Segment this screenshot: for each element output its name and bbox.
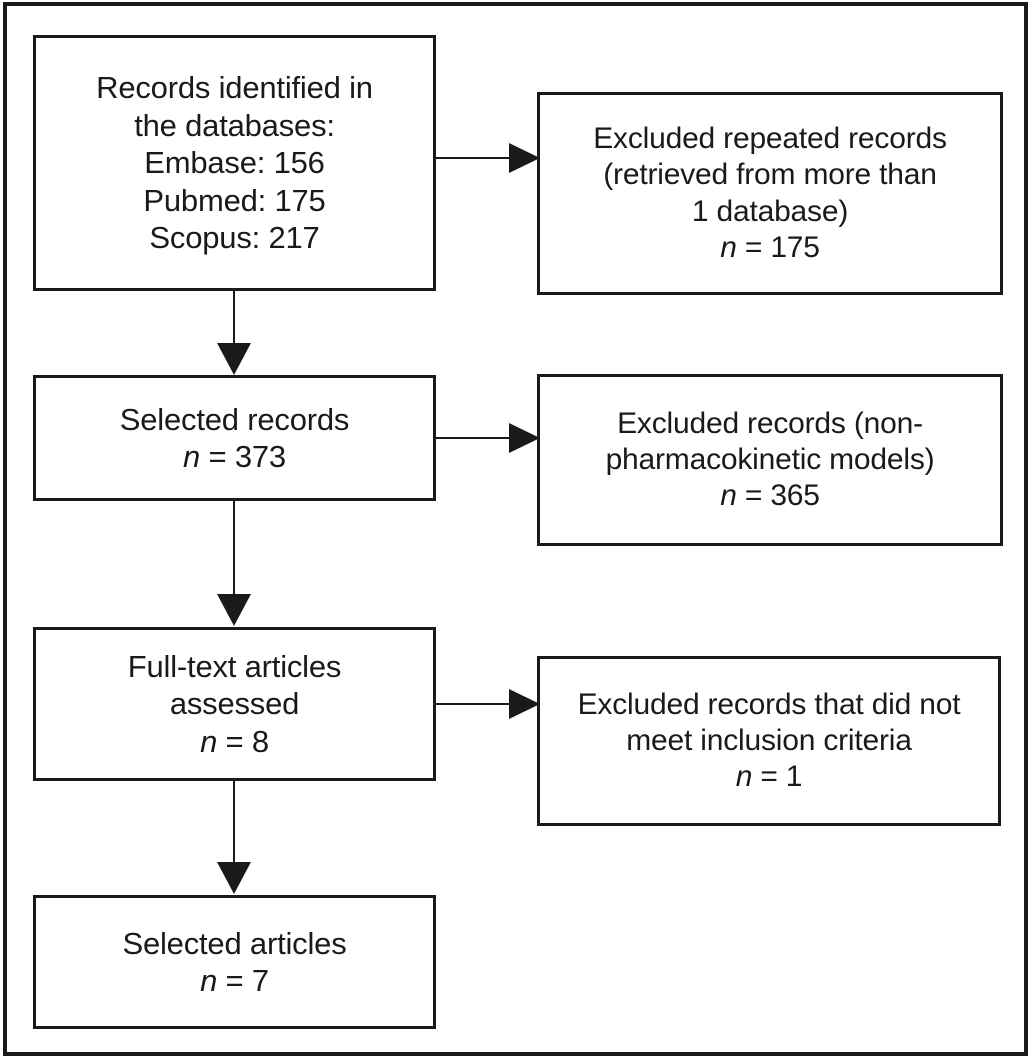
box-records-identified-line-1: Records identified in (96, 70, 373, 106)
box-excluded-criteria-line-1: Excluded records that did not (577, 687, 961, 721)
n-equals: = (225, 963, 244, 998)
arrowhead-right-icon (509, 143, 540, 173)
box-excluded-repeated-line-1: Excluded repeated records (593, 121, 947, 155)
connector-selected-records-to-excluded-nonpk-line (436, 437, 514, 439)
n-equals: = (744, 479, 763, 513)
n-value: 175 (770, 230, 820, 264)
box-records-identified-embase: Embase: 156 (144, 145, 325, 181)
box-excluded-repeated-records: Excluded repeated records (retrieved fro… (537, 92, 1003, 295)
box-records-identified-line-2: the databases: (134, 107, 335, 143)
box-excluded-inclusion-criteria: Excluded records that did not meet inclu… (537, 656, 1001, 826)
n-equals: = (744, 230, 763, 264)
arrowhead-down-icon (217, 594, 251, 626)
n-symbol: n (720, 230, 737, 264)
box-fulltext-count: n = 8 (200, 723, 269, 761)
box-fulltext-line-1: Full-text articles (127, 648, 342, 684)
n-equals: = (760, 760, 778, 794)
box-excluded-nonpk-count: n = 365 (720, 478, 820, 514)
box-excluded-repeated-line-2: (retrieved from more than (603, 158, 937, 192)
box-selected-records-count: n = 373 (183, 438, 286, 476)
arrowhead-right-icon (509, 423, 540, 453)
n-value: 365 (770, 479, 820, 513)
box-records-identified: Records identified in the databases: Emb… (33, 35, 436, 291)
box-fulltext-line-2: assessed (169, 686, 300, 722)
n-symbol: n (720, 479, 737, 513)
box-fulltext-articles-assessed: Full-text articles assessed n = 8 (33, 627, 436, 781)
connector-fulltext-to-excluded-criteria-line (436, 703, 514, 705)
box-excluded-nonpk-line-1: Excluded records (non- (617, 406, 923, 440)
connector-records-to-excluded-repeated-line (436, 157, 514, 159)
connector-fulltext-to-selected-articles-line (233, 781, 235, 863)
box-excluded-nonpk-line-2: pharmacokinetic models) (605, 442, 935, 476)
box-selected-articles-label: Selected articles (122, 925, 347, 961)
n-equals: = (225, 723, 244, 759)
arrowhead-down-icon (217, 343, 251, 375)
arrowhead-right-icon (509, 689, 540, 719)
n-value: 7 (251, 963, 269, 998)
n-symbol: n (200, 723, 218, 759)
box-excluded-nonpharmacokinetic-records: Excluded records (non- pharmacokinetic m… (537, 374, 1003, 546)
connector-records-to-selected-records-line (233, 291, 235, 347)
box-records-identified-pubmed: Pubmed: 175 (143, 182, 326, 218)
box-selected-articles-count: n = 7 (200, 962, 269, 1000)
n-value: 8 (251, 723, 269, 759)
box-excluded-criteria-line-2: meet inclusion criteria (626, 723, 912, 757)
n-value: 373 (234, 439, 286, 474)
n-symbol: n (735, 760, 753, 794)
box-records-identified-scopus: Scopus: 217 (149, 220, 320, 256)
n-value: 1 (785, 760, 803, 794)
box-selected-records-label: Selected records (119, 401, 350, 437)
n-equals: = (208, 439, 227, 474)
box-selected-articles: Selected articles n = 7 (33, 895, 436, 1029)
box-excluded-repeated-line-3: 1 database) (691, 194, 849, 228)
n-symbol: n (200, 963, 218, 998)
diagram-outer-frame (3, 2, 1028, 1056)
arrowhead-down-icon (217, 862, 251, 894)
connector-selected-records-to-fulltext-line (233, 501, 235, 596)
box-excluded-criteria-count: n = 1 (736, 759, 803, 795)
box-excluded-repeated-count: n = 175 (720, 230, 820, 266)
box-selected-records: Selected records n = 373 (33, 375, 436, 501)
n-symbol: n (183, 439, 201, 474)
